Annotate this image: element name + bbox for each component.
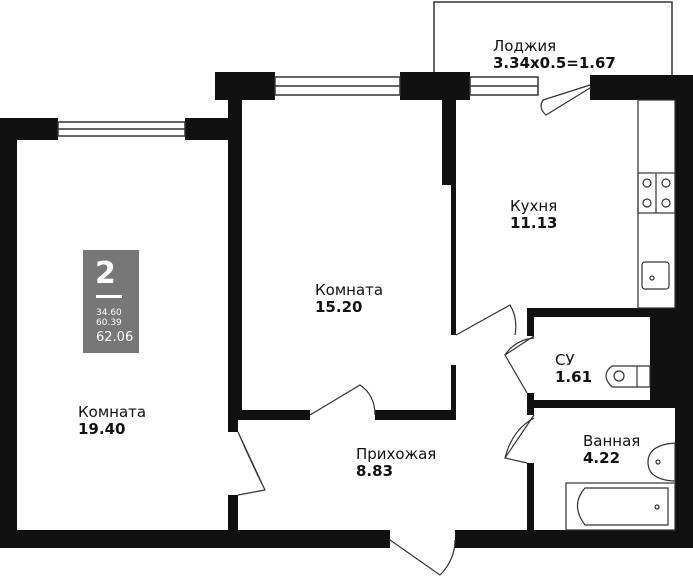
room-name: Прихожая <box>356 445 437 463</box>
room-name: СУ <box>555 351 575 369</box>
room-area: 4.22 <box>583 449 621 467</box>
room-name: Лоджия <box>493 37 557 55</box>
fixtures <box>565 99 676 531</box>
walls <box>0 72 693 548</box>
room-name: Комната <box>78 403 147 421</box>
rooms-count: 2 <box>95 256 116 291</box>
room-area: 15.20 <box>315 298 363 316</box>
badge-divider <box>96 295 122 298</box>
usable-area: 60.39 <box>96 318 122 328</box>
doors <box>237 84 591 576</box>
living-area: 34.60 <box>96 308 122 318</box>
room-name: Комната <box>315 281 384 299</box>
room-area: 8.83 <box>356 462 394 480</box>
room-area: 19.40 <box>78 420 126 438</box>
apartment-badge: 2 34.60 60.39 62.06 <box>83 250 139 353</box>
room-name: Кухня <box>510 197 558 215</box>
room-area: 1.61 <box>555 368 593 386</box>
windows <box>57 76 539 137</box>
total-area: 62.06 <box>96 330 134 345</box>
room-name: Ванная <box>583 432 641 450</box>
room-area: 3.34x0.5=1.67 <box>493 54 616 72</box>
room-area: 11.13 <box>510 214 558 232</box>
loggia-outline <box>433 1 673 75</box>
